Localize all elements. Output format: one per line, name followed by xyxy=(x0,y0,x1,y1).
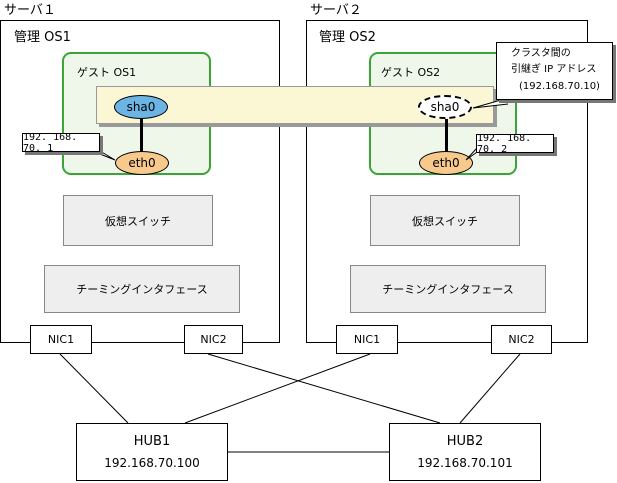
nic2-hub2-link-2 xyxy=(459,353,521,424)
callout-line1: クラスタ間の xyxy=(511,48,571,59)
nic2-hub2-link-1 xyxy=(207,353,441,424)
sha-eth-link-2 xyxy=(445,114,448,154)
server1-nic2: NIC2 xyxy=(184,325,243,354)
ip-left-pointer xyxy=(94,147,116,161)
nic1-hub1-link-1 xyxy=(59,353,129,424)
ip-right-callout: 192. 168. 70. 2 xyxy=(476,133,554,155)
hub2-box: HUB2 192.168.70.101 xyxy=(389,423,541,481)
server2-nic2: NIC2 xyxy=(491,325,552,354)
hub2-name: HUB2 xyxy=(446,434,484,449)
teaming-interface-2: チーミングインタフェース xyxy=(350,265,546,313)
management-os1-label: 管理 OS1 xyxy=(14,30,71,45)
sha0-right: sha0 xyxy=(418,95,472,119)
callout-line3: (192.168.70.10) xyxy=(519,81,600,92)
hub2-ip: 192.168.70.101 xyxy=(417,456,513,470)
teaming-interface-1: チーミングインタフェース xyxy=(44,265,240,313)
hub1-name: HUB1 xyxy=(133,434,171,449)
ip-right-pointer xyxy=(465,147,478,161)
server1-label: サーバ１ xyxy=(4,3,56,18)
takeover-ip-callout: クラスタ間の 引継ぎ IP アドレス (192.168.70.10) xyxy=(496,42,613,100)
server1-nic1: NIC1 xyxy=(30,325,92,354)
callout-pointer xyxy=(472,97,509,109)
sha-eth-link-1 xyxy=(140,114,143,154)
callout-line2: 引継ぎ IP アドレス xyxy=(511,64,597,75)
eth0-right: eth0 xyxy=(419,151,473,175)
ip-left-callout: 192. 168. 70. 1 xyxy=(22,132,100,154)
hub1-ip: 192.168.70.100 xyxy=(104,456,200,470)
server2-nic1: NIC1 xyxy=(336,325,398,354)
hub1-box: HUB1 192.168.70.100 xyxy=(76,423,228,481)
eth0-left: eth0 xyxy=(115,151,169,175)
guest-os2-label: ゲスト OS2 xyxy=(381,66,441,79)
management-os2-label: 管理 OS2 xyxy=(319,30,376,45)
guest-os1-label: ゲスト OS1 xyxy=(77,66,137,79)
nic1-hub1-link-2 xyxy=(184,353,371,424)
vswitch-1: 仮想スイッチ xyxy=(63,195,213,246)
sha0-left: sha0 xyxy=(114,95,168,119)
server2-label: サーバ２ xyxy=(310,3,362,18)
vswitch-2: 仮想スイッチ xyxy=(370,195,520,246)
